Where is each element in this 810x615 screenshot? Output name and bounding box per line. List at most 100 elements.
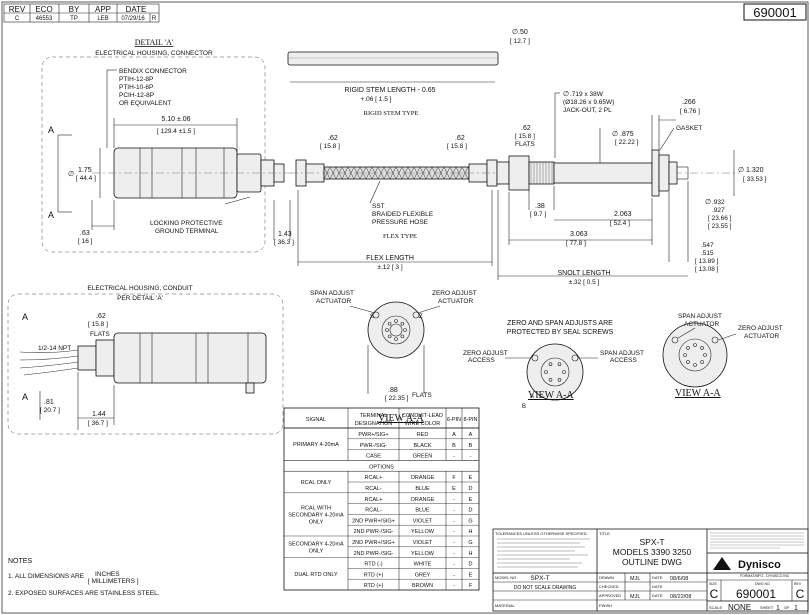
wiring-cell: -: [453, 497, 455, 503]
wiring-cell: 2ND PWR+/SIG+: [352, 540, 395, 546]
dim-50: .50: [518, 29, 528, 36]
sst-line-2: BRAIDED FLEXIBLE: [372, 211, 434, 218]
dim-62-c-mm: [ 15.8 ]: [515, 133, 535, 140]
dim-1-43: 1.43: [278, 231, 292, 238]
dim-1320: 1.320: [746, 167, 764, 174]
rev-label: REV: [794, 582, 802, 586]
rigid-length: RIGID STEM LENGTH - 0.65: [344, 87, 435, 94]
eco-value: 46553: [36, 16, 53, 22]
zero-actuator-1: ACTUATOR: [438, 298, 473, 305]
dim-875-mm: [ 22.22 ]: [615, 139, 639, 146]
checked-date-label: DATE: [652, 584, 663, 589]
detail-a-title: DETAIL 'A': [135, 38, 174, 47]
wiring-cell: E: [469, 475, 473, 481]
wiring-group-label: ONLY: [309, 519, 324, 525]
rev-value-tb: C: [796, 587, 805, 601]
snout: [553, 162, 653, 184]
conduit-title: ELECTRICAL HOUSING, CONDUIT: [87, 285, 192, 292]
wiring-cell: H: [469, 551, 473, 557]
wiring-header: CONDUIT-LEAD: [402, 413, 443, 419]
notes-title: NOTES: [8, 558, 32, 565]
wiring-cell: D: [469, 562, 473, 568]
phi-875: ∅: [612, 131, 618, 138]
size-label: SIZE: [709, 582, 717, 586]
zero-actuator-3: ACTUATOR: [744, 333, 779, 340]
wiring-cell: CASE: [366, 454, 381, 460]
s-marker: S: [370, 314, 374, 320]
tol-title: TOLERANCES UNLESS OTHERWISE SPECIFIED: [495, 531, 587, 536]
connector-pin: [387, 321, 392, 326]
dim-63-mm: [ 16 ]: [78, 238, 93, 245]
notes: NOTES 1. ALL DIMENSIONS ARE INCHES [ MIL…: [8, 558, 160, 597]
dim-144-mm: [ 36.7 ]: [88, 420, 108, 427]
dwg-label: DWG NO: [755, 582, 770, 586]
dim-2063-mm: [ 52.4 ]: [610, 220, 630, 227]
bendix-line-4: PCIH-12-8P: [119, 92, 154, 99]
company-logo-text: Dynisco: [738, 559, 781, 571]
wiring-cell: PWR-/SIG-: [360, 443, 388, 449]
dim-50-mm: [ 12.7 ]: [510, 38, 530, 45]
phi-932: ∅: [705, 199, 711, 206]
wiring-cell: D: [469, 486, 473, 492]
section-a-conduit-bottom: A: [22, 392, 28, 402]
wiring-cell: H: [469, 529, 473, 535]
wiring-cell: RTD (+): [364, 572, 384, 578]
approved-date: 08/22/08: [670, 594, 691, 600]
flex-type: FLEX TYPE: [383, 233, 417, 240]
wiring-cell: -: [453, 562, 455, 568]
eco-header: ECO: [35, 5, 52, 14]
dim-38: .38: [535, 203, 545, 210]
scale-value: NONE: [728, 603, 751, 612]
dim-62-b-mm: [ 15.8 ]: [447, 143, 467, 150]
dim-63: .63: [80, 230, 90, 237]
wiring-table: SIGNALTERMINALDESIGNATIONCONDUIT-LEADWIR…: [283, 407, 480, 591]
connector-pin: [686, 346, 690, 350]
rigid-length-tol: +.06 [ 1.5 ]: [361, 96, 392, 103]
dim-927-mm: [ 23.55 ]: [708, 223, 732, 230]
wiring-cell: RCAL+: [365, 475, 383, 481]
note-1-b: INCHES: [95, 571, 120, 578]
drawing-number: 690001: [753, 5, 796, 20]
dim-3063: 3.063: [570, 231, 588, 238]
snolt-length-tol: ±.32 [ 0.5 ]: [569, 279, 600, 286]
connector-pin: [693, 363, 697, 367]
wiring-group-label: SECONDARY 4-20mA: [288, 512, 344, 518]
note-1-a: 1. ALL DIMENSIONS ARE: [8, 573, 85, 580]
wiring-cell: -: [453, 518, 455, 524]
section-a-bottom: A: [48, 210, 54, 220]
view-aa-1-title: VIEW A-A: [378, 413, 424, 424]
note-2: 2. EXPOSED SURFACES ARE STAINLESS STEEL.: [8, 590, 160, 597]
dim-547-mm: [ 13.89 ]: [695, 258, 719, 265]
wiring-options-label: OPTIONS: [369, 464, 394, 470]
model-label: MODEL NO: [495, 575, 516, 580]
wiring-cell: D: [469, 508, 473, 514]
dim-932: .932: [712, 199, 725, 206]
gasket-label: GASKET: [676, 125, 702, 132]
dim-62-conduit: .62: [96, 313, 106, 320]
wiring-cell: -: [453, 583, 455, 589]
dim-932-mm: [ 23.66 ]: [708, 215, 732, 222]
npt-label: 1/2-14 NPT: [38, 345, 71, 352]
connector-pin: [683, 353, 687, 357]
revision-block: REV ECO BY APP DATE C 46553 TP LEB 07/29…: [3, 3, 160, 23]
wiring-header: 8-PIN: [463, 417, 477, 423]
dim-1320-mm: [ 33.53 ]: [743, 176, 767, 183]
wiring-cell: BLUE: [415, 508, 430, 514]
dim-1-43-mm: [ 36.3 ]: [274, 239, 294, 246]
view-aa-3: SPAN ADJUST ACTUATOR ZERO ADJUST ACTUATO…: [662, 313, 783, 399]
bendix-line-2: PTIH-12-8P: [119, 76, 153, 83]
dim-62-c: .62: [521, 125, 531, 132]
dim-81: .81: [44, 399, 54, 406]
dim-3063-mm: [ 77.8 ]: [566, 240, 586, 247]
conduit-housing: ELECTRICAL HOUSING, CONDUIT PER DETAIL '…: [7, 285, 284, 435]
dim-62-a-mm: [ 15.8 ]: [320, 143, 340, 150]
rev-extra: R: [152, 16, 157, 22]
view-aa-2: ZERO AND SPAN ADJUSTS ARE PROTECTED BY S…: [463, 320, 644, 410]
wiring-cell: -: [453, 572, 455, 578]
connector-pin: [387, 334, 392, 339]
connector-pin: [403, 328, 407, 332]
connector-pin: [686, 360, 690, 364]
rev-header: REV: [9, 5, 26, 14]
wiring-cell: -: [453, 540, 455, 546]
